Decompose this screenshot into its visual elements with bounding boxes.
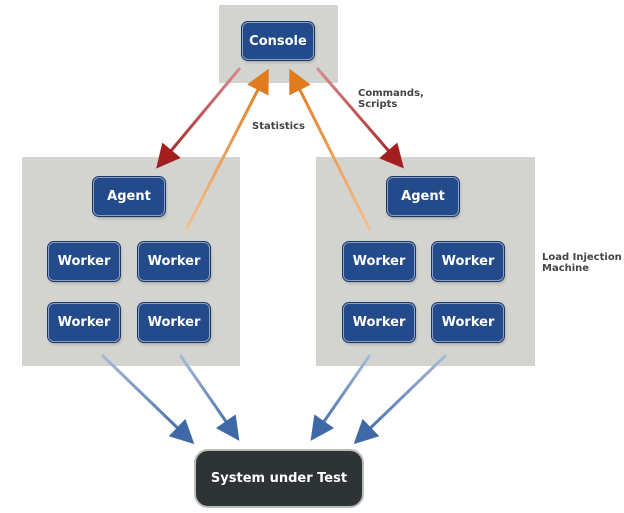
worker-box: Worker [138,242,210,281]
commands-scripts-label: Commands, Scripts [358,88,424,110]
worker-box: Worker [432,303,504,342]
load-label-line2: Machine [542,263,590,274]
commands-arrow-right [315,67,404,169]
traffic-arrow-3 [310,354,372,441]
load-label-line1: Load Injection [542,252,622,263]
commands-label-line1: Commands, [358,88,424,99]
commands-label-line2: Scripts [358,99,398,110]
agent-box-right: Agent [387,177,459,216]
console-box: Console [242,22,314,60]
traffic-arrow-2 [178,354,240,441]
worker-box: Worker [432,242,504,281]
load-injection-machine-label: Load Injection Machine [542,252,622,274]
traffic-arrow-4 [353,353,448,445]
agent-box-left: Agent [93,177,165,216]
worker-box: Worker [138,303,210,342]
statistics-label: Statistics [252,121,305,132]
statistics-arrow-left [184,68,269,231]
system-under-test-box: System under Test [194,449,364,508]
worker-box: Worker [343,303,415,342]
statistics-arrow-right [289,68,372,231]
commands-arrow-left [156,67,242,169]
worker-box: Worker [48,242,120,281]
worker-box: Worker [48,303,120,342]
worker-box: Worker [343,242,415,281]
traffic-arrow-1 [100,353,195,445]
